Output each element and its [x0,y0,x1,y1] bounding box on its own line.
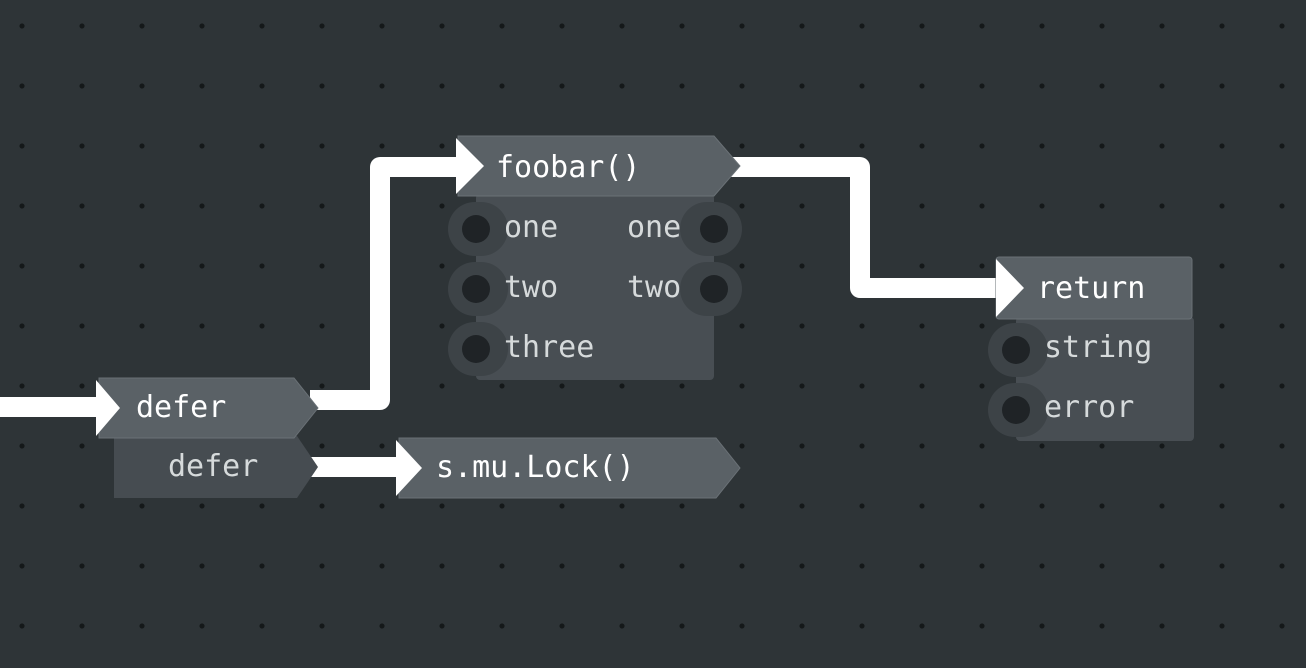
defer-exec-in-arrow-icon[interactable] [96,380,120,436]
wire-defer-to-foobar[interactable] [310,157,460,410]
foobar-exec-in-arrow-icon[interactable] [456,138,484,194]
foobar-output-port-two[interactable] [700,275,728,303]
return-node-shape [988,256,1194,441]
return-node[interactable]: return string error [986,255,1198,445]
wire-foobar-to-return[interactable] [730,157,1002,298]
foobar-input-label-three: three [504,330,595,365]
foobar-output-label-two: two [627,270,682,305]
foobar-node-shape [448,135,742,380]
return-input-port-string[interactable] [1002,336,1030,364]
foobar-input-label-one: one [504,210,559,245]
foobar-input-label-two: two [504,270,559,305]
return-input-port-error[interactable] [1002,396,1030,424]
foobar-output-label-one: one [627,210,682,245]
return-input-label-error: error [1044,390,1135,425]
foobar-input-port-one[interactable] [462,215,490,243]
defer-node-shape [96,377,319,498]
foobar-input-port-three[interactable] [462,335,490,363]
lock-call-node-shape [396,437,741,499]
foobar-input-port-two[interactable] [462,275,490,303]
defer-node-title: defer [136,390,227,425]
return-input-label-string: string [1044,330,1153,365]
foobar-node-title: foobar() [496,150,641,185]
lock-call-node[interactable]: s.mu.Lock() [394,436,744,502]
return-exec-in-arrow-icon[interactable] [996,259,1024,317]
return-node-title: return [1037,271,1146,306]
lock-call-node-title: s.mu.Lock() [436,450,635,485]
foobar-output-port-one[interactable] [700,215,728,243]
foobar-call-node[interactable]: foobar() one two three one two [446,134,746,384]
defer-node-sub-label: defer [168,449,259,484]
defer-node[interactable]: defer defer [94,376,334,502]
lock-exec-in-arrow-icon[interactable] [396,440,422,496]
